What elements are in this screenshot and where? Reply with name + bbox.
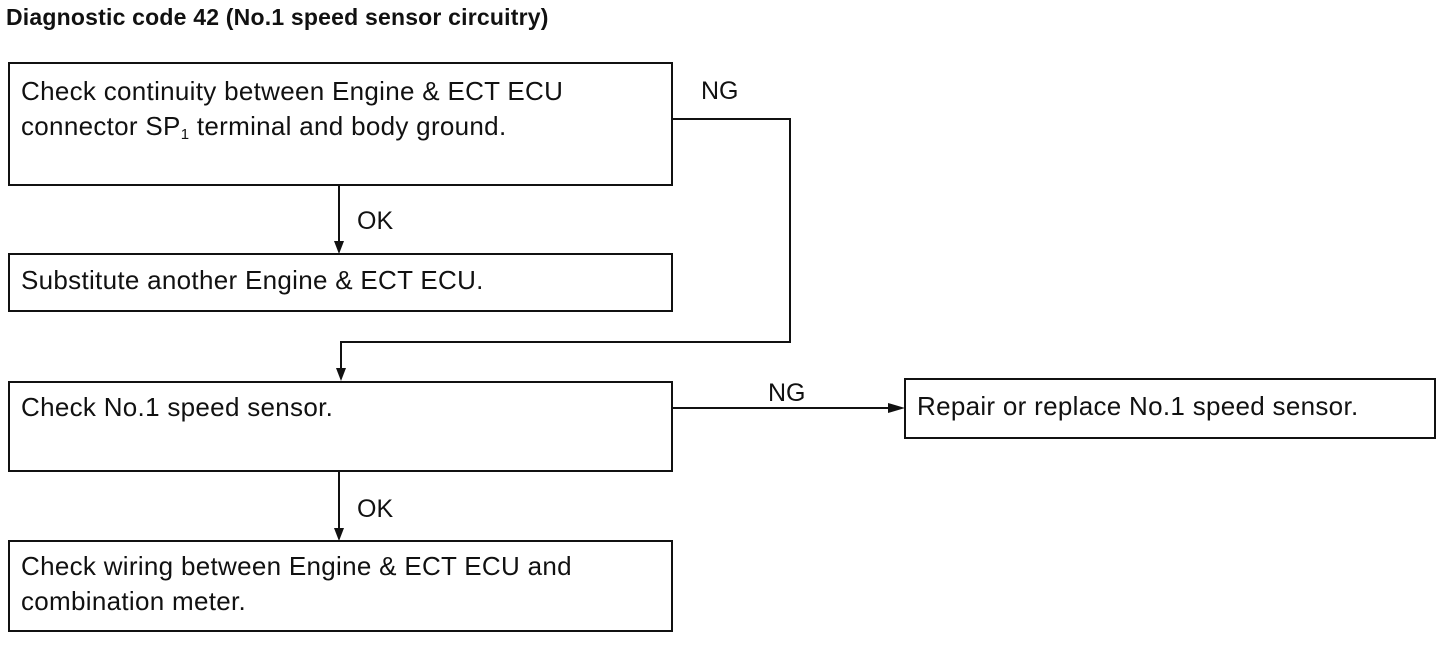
arrowhead-sensor-from-ng — [336, 368, 346, 381]
label-sensor-ok: OK — [357, 495, 394, 523]
arrowhead-repair — [888, 403, 905, 413]
substitute-ecu-text: Substitute another Engine & ECT ECU. — [21, 265, 484, 295]
connector-name-text: connector SP — [21, 111, 181, 141]
connector-continuity-ng-to-sensor — [340, 118, 791, 373]
label-sensor-ng: NG — [768, 379, 806, 407]
label-continuity-ok: OK — [357, 207, 394, 235]
check-wiring-line-1: Check wiring between Engine & ECT ECU an… — [21, 551, 572, 581]
label-continuity-ng: NG — [701, 77, 739, 105]
substitute-ecu-box: Substitute another Engine & ECT ECU. — [8, 253, 673, 312]
arrowhead-wiring — [334, 528, 344, 541]
check-sensor-text: Check No.1 speed sensor. — [21, 392, 334, 422]
arrowhead-substitute — [334, 241, 344, 254]
terminal-subscript: 1 — [180, 126, 190, 143]
repair-sensor-box: Repair or replace No.1 speed sensor. — [904, 378, 1436, 439]
terminal-description-text: terminal and body ground. — [189, 111, 507, 141]
repair-sensor-text: Repair or replace No.1 speed sensor. — [917, 391, 1359, 421]
check-continuity-line-2: connector SP1 terminal and body ground. — [21, 109, 659, 144]
check-continuity-box: Check continuity between Engine & ECT EC… — [8, 62, 673, 186]
check-wiring-line-2: combination meter. — [21, 586, 247, 616]
check-sensor-box: Check No.1 speed sensor. — [8, 381, 673, 472]
check-wiring-box: Check wiring between Engine & ECT ECU an… — [8, 540, 673, 632]
check-continuity-line-1: Check continuity between Engine & ECT EC… — [21, 76, 564, 106]
diagram-title: Diagnostic code 42 (No.1 speed sensor ci… — [6, 4, 549, 30]
